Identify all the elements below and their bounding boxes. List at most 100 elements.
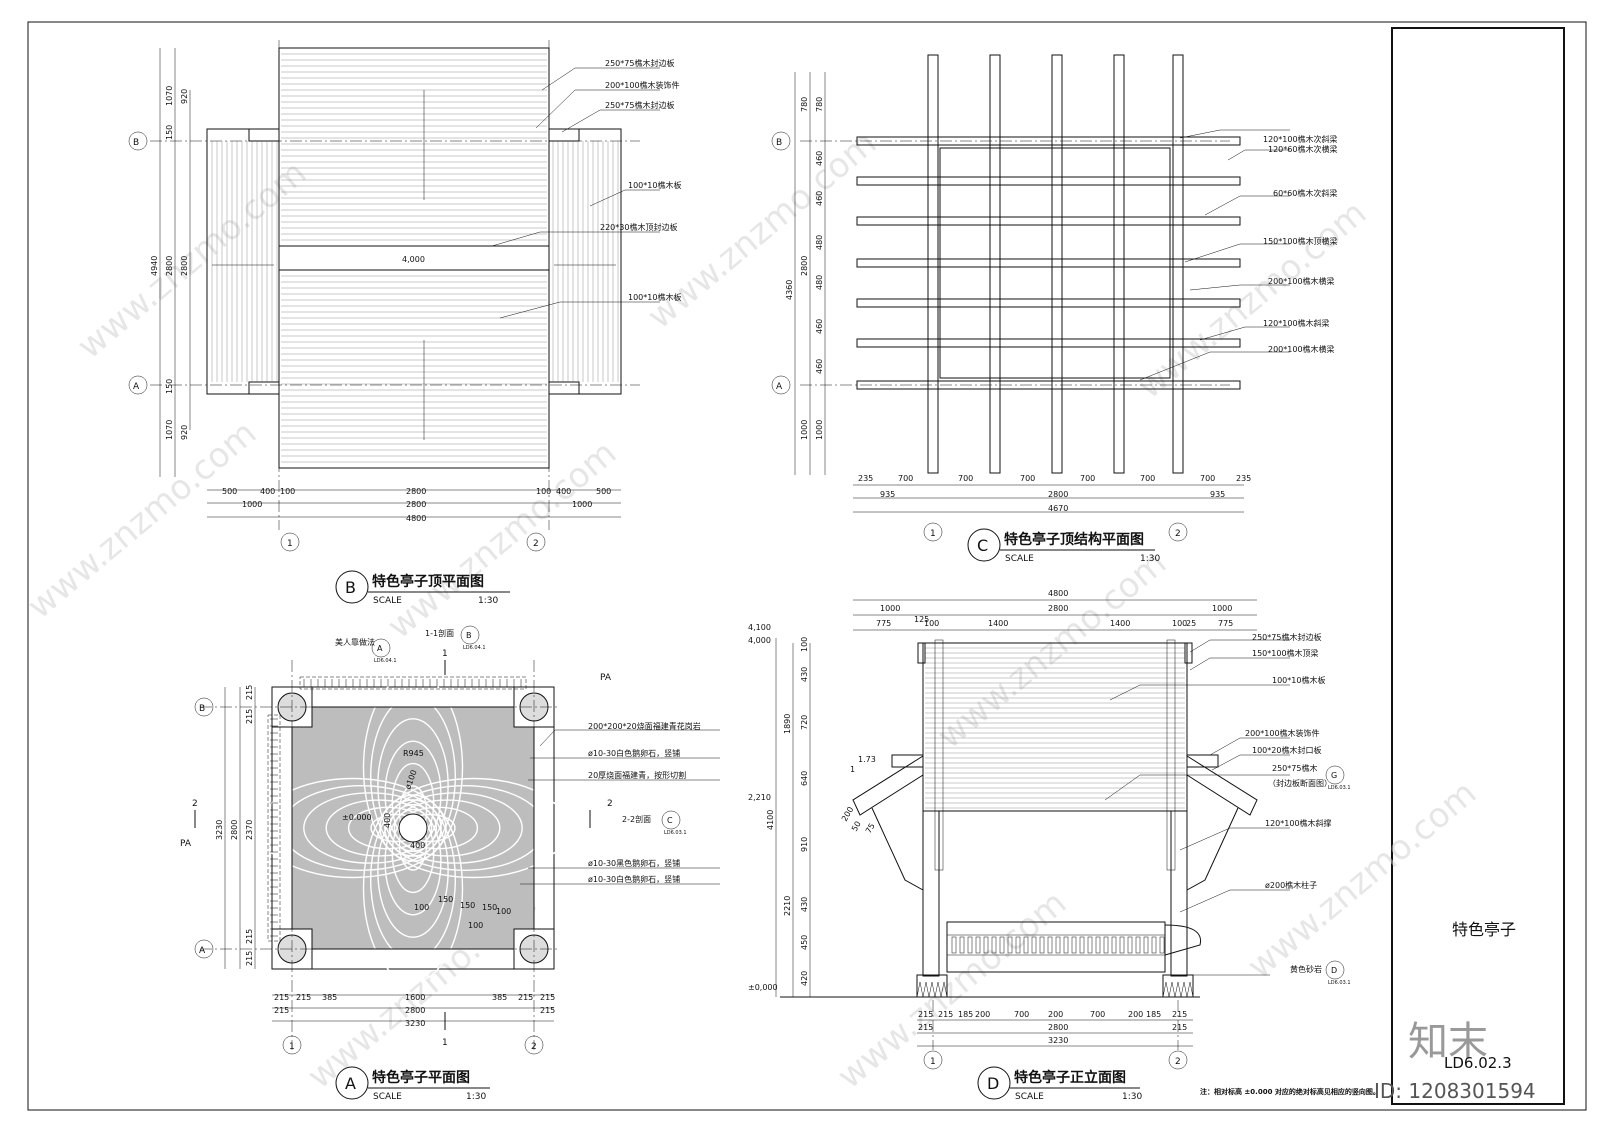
floor-label-0: 200*200*20烧面福建青花岗岩 <box>588 721 701 731</box>
svg-text:C: C <box>667 816 673 825</box>
svg-text:910: 910 <box>800 837 809 852</box>
svg-text:400: 400 <box>556 487 571 496</box>
svg-text:SCALE: SCALE <box>1005 554 1034 564</box>
elev-label-4: 100*20樵木封口板 <box>1252 745 1321 755</box>
floor-top-label-1: 1-1剖面 <box>425 628 454 638</box>
svg-text:2800: 2800 <box>1048 490 1068 499</box>
elev-label-5: 250*75樵木 <box>1272 763 1317 773</box>
struct-label-1: 120*60樵木次横梁 <box>1268 144 1337 154</box>
elev-label-0: 250*75樵木封边板 <box>1252 632 1321 642</box>
svg-text:4800: 4800 <box>1048 589 1068 598</box>
view-a-marker: A <box>345 1074 356 1093</box>
svg-text:640: 640 <box>800 771 809 786</box>
svg-text:215: 215 <box>296 993 311 1002</box>
svg-text:100: 100 <box>1172 619 1187 628</box>
svg-text:1000: 1000 <box>815 420 824 440</box>
svg-text:LD6.04.1: LD6.04.1 <box>374 658 397 664</box>
svg-text:780: 780 <box>800 97 809 112</box>
floor-label-5: ø10-30白色鹅卵石，竖铺 <box>588 874 680 884</box>
svg-text:SCALE: SCALE <box>373 1092 402 1102</box>
svg-text:480: 480 <box>815 275 824 290</box>
svg-text:1.73: 1.73 <box>858 755 876 764</box>
svg-text:780: 780 <box>815 97 824 112</box>
structure-plan <box>794 54 1290 513</box>
svg-text:215: 215 <box>274 993 289 1002</box>
svg-text:215: 215 <box>245 685 254 700</box>
struct-label-2: 60*60樵木次斜梁 <box>1273 188 1337 198</box>
svg-text:PA: PA <box>180 839 192 849</box>
svg-text:460: 460 <box>815 319 824 334</box>
floor-label-4: ø10-30黑色鹅卵石，竖铺 <box>588 858 680 868</box>
svg-text:A: A <box>377 644 383 653</box>
svg-text:480: 480 <box>815 235 824 250</box>
struct-label-5: 120*100樵木斜梁 <box>1263 318 1330 328</box>
id-text: ID: 1208301594 <box>1374 1079 1536 1103</box>
roof-label-2: 250*75樵木封边板 <box>605 100 674 110</box>
svg-text:1000: 1000 <box>572 500 592 509</box>
svg-text:200: 200 <box>975 1010 990 1019</box>
svg-text:420: 420 <box>800 971 809 986</box>
floor-axis-b: B <box>199 704 205 714</box>
svg-text:1000: 1000 <box>242 500 262 509</box>
svg-text:200: 200 <box>840 805 855 823</box>
view-d-marker: D <box>987 1074 999 1093</box>
svg-text:1:30: 1:30 <box>478 596 498 606</box>
svg-text:775: 775 <box>876 619 891 628</box>
svg-text:1070: 1070 <box>165 86 174 106</box>
svg-text:1890: 1890 <box>783 714 792 734</box>
svg-text:LD6.04.1: LD6.04.1 <box>463 645 486 651</box>
view-c-title: 特色亭子顶结构平面图 <box>1004 531 1144 548</box>
svg-text:LD6.03.1: LD6.03.1 <box>1328 980 1351 986</box>
svg-text:920: 920 <box>180 425 189 440</box>
roof-label-1: 200*100樵木装饰件 <box>605 80 680 90</box>
svg-text:215: 215 <box>1172 1010 1187 1019</box>
svg-text:700: 700 <box>1080 474 1095 483</box>
svg-text:B: B <box>466 631 472 640</box>
struct-axis-2: 2 <box>1175 529 1181 539</box>
svg-text:185: 185 <box>958 1010 973 1019</box>
svg-text:100: 100 <box>536 487 551 496</box>
svg-text:100: 100 <box>468 921 483 930</box>
svg-text:www.znzmo.com: www.znzmo.com <box>1240 773 1484 987</box>
svg-text:2370: 2370 <box>245 820 254 840</box>
svg-text:2800: 2800 <box>406 500 426 509</box>
svg-text:2800: 2800 <box>230 820 239 840</box>
svg-text:100: 100 <box>496 907 511 916</box>
svg-text:3230: 3230 <box>405 1019 425 1028</box>
svg-text:1: 1 <box>850 765 855 774</box>
roof-axis-b: B <box>133 138 139 148</box>
roof-axis-2: 2 <box>533 539 539 549</box>
svg-text:1070: 1070 <box>165 420 174 440</box>
elev-label-7: 120*100樵木斜撑 <box>1265 818 1332 828</box>
svg-text:R945: R945 <box>403 749 424 758</box>
svg-text:1400: 1400 <box>988 619 1008 628</box>
svg-text:1000: 1000 <box>1212 604 1232 613</box>
svg-text:700: 700 <box>1014 1010 1029 1019</box>
svg-text:215: 215 <box>540 993 555 1002</box>
svg-text:4800: 4800 <box>406 514 426 523</box>
svg-text:100: 100 <box>414 903 429 912</box>
svg-text:4360: 4360 <box>785 280 794 300</box>
watermarks: www.znzmo.com www.znzmo.com www.znzmo.co… <box>20 123 1484 1097</box>
svg-text:700: 700 <box>958 474 973 483</box>
svg-text:3230: 3230 <box>215 820 224 840</box>
svg-text:775: 775 <box>1218 619 1233 628</box>
floor-top-label-0: 美人靠做法 <box>335 637 375 647</box>
svg-text:3230: 3230 <box>1048 1036 1068 1045</box>
svg-text:215: 215 <box>540 1006 555 1015</box>
svg-text:4100: 4100 <box>766 810 775 830</box>
elev-label-8: ø200樵木柱子 <box>1265 880 1317 890</box>
svg-text:400: 400 <box>383 813 392 828</box>
sheet-border <box>27 21 1587 1111</box>
svg-text:2210: 2210 <box>783 896 792 916</box>
svg-text:2800: 2800 <box>1048 1023 1068 1032</box>
svg-text:500: 500 <box>596 487 611 496</box>
struct-axis-b: B <box>776 138 782 148</box>
floor-label-3: 2-2剖面 <box>622 814 651 824</box>
elev-axis-2: 2 <box>1175 1057 1181 1067</box>
svg-text:150: 150 <box>482 903 497 912</box>
svg-text:1400: 1400 <box>1110 619 1130 628</box>
roof-label-3: 100*10樵木板 <box>628 180 681 190</box>
svg-text:200: 200 <box>1128 1010 1143 1019</box>
view-d-title: 特色亭子正立面图 <box>1014 1069 1126 1086</box>
